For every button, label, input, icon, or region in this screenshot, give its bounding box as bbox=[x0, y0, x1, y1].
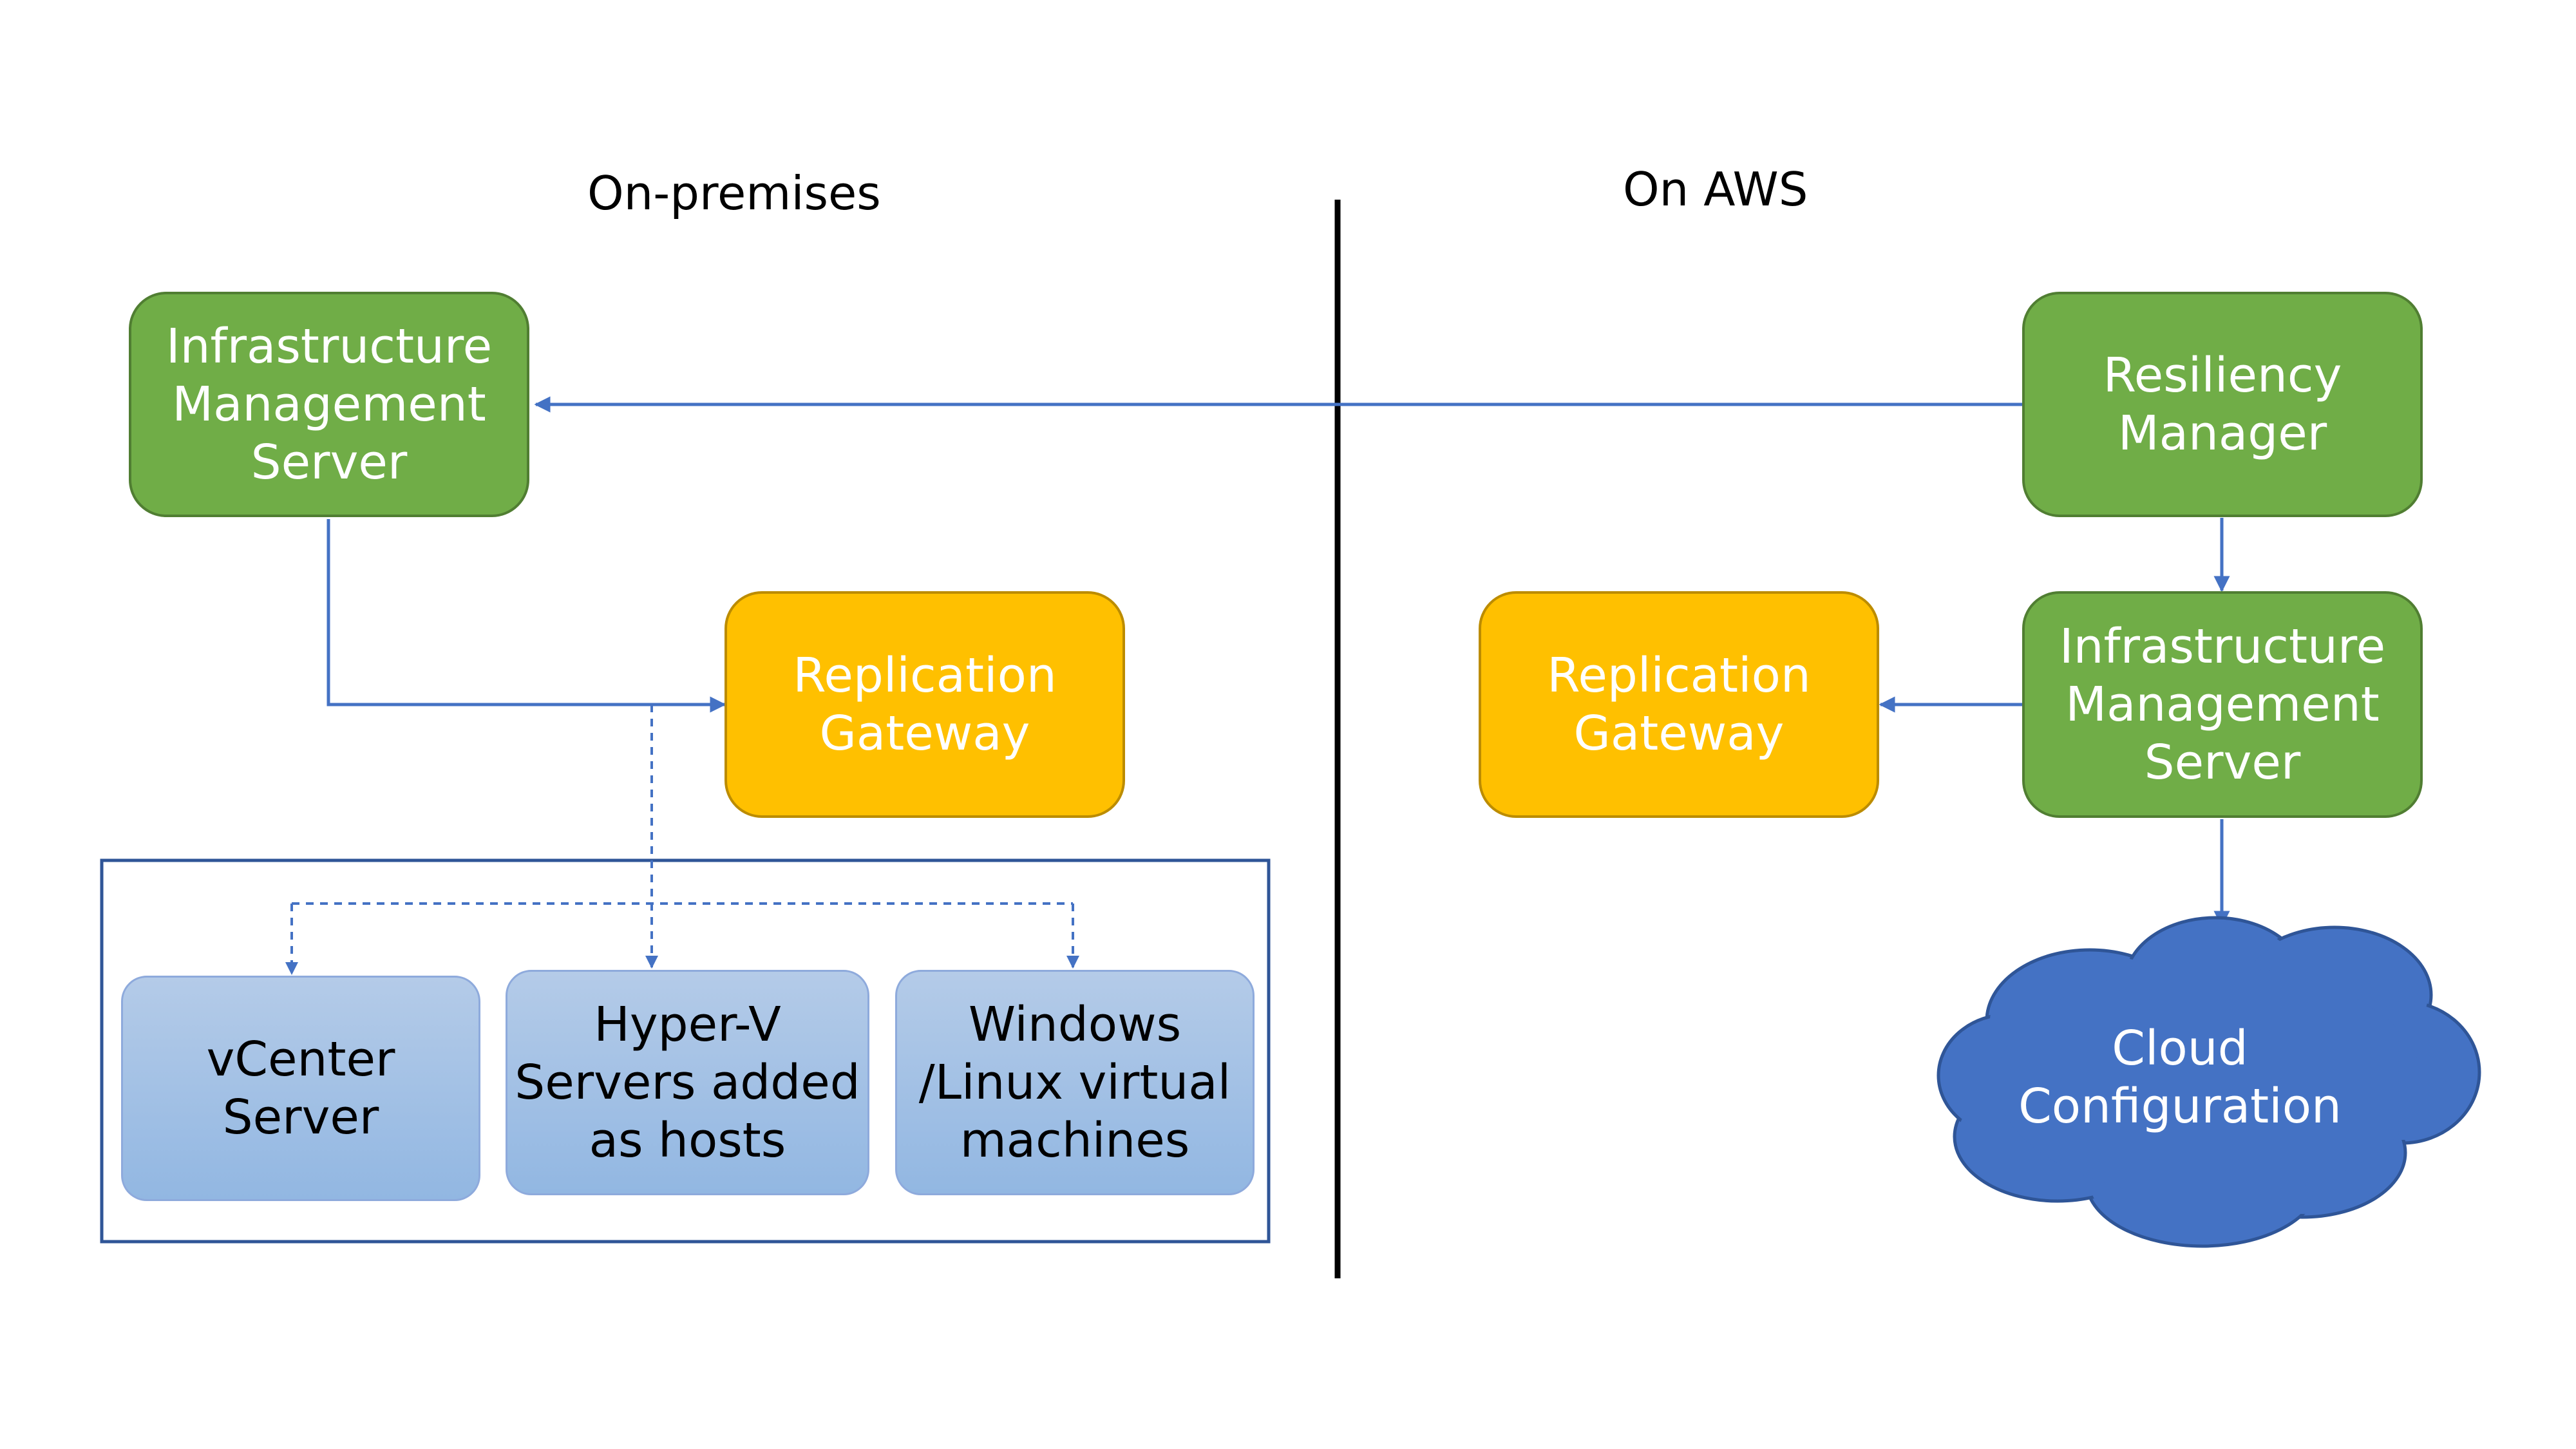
vms-line-1: Windows bbox=[968, 997, 1182, 1052]
aws-ims-line-2: Management bbox=[2065, 677, 2380, 732]
aws-infrastructure-management-server[interactable]: Infrastructure Management Server bbox=[2022, 591, 2423, 818]
hyperv-line-2: Servers added bbox=[515, 1055, 860, 1110]
hyper-v-servers-node[interactable]: Hyper-V Servers added as hosts bbox=[506, 970, 869, 1195]
resiliency-line-2: Manager bbox=[2117, 406, 2327, 461]
onprem-replication-gateway[interactable]: Replication Gateway bbox=[724, 591, 1125, 818]
hyperv-line-3: as hosts bbox=[589, 1113, 786, 1168]
resiliency-line-1: Resiliency bbox=[2103, 348, 2342, 403]
onprem-ims-line-3: Server bbox=[251, 435, 408, 490]
cloud-fill bbox=[1942, 921, 2476, 1243]
onprem-ims-line-2: Management bbox=[172, 377, 486, 432]
arrow-onprem-ims-to-gateway bbox=[327, 519, 726, 713]
aws-ims-line-3: Server bbox=[2144, 735, 2301, 790]
aws-gateway-line-2: Gateway bbox=[1573, 706, 1785, 761]
hosts-group-frame bbox=[100, 858, 1271, 1244]
vcenter-line-2: Server bbox=[222, 1090, 379, 1145]
onprem-gateway-line-2: Gateway bbox=[819, 706, 1030, 761]
aws-replication-gateway[interactable]: Replication Gateway bbox=[1479, 591, 1879, 818]
windows-linux-vms-node[interactable]: Windows /Linux virtual machines bbox=[895, 970, 1255, 1195]
cloud-line-1: Cloud bbox=[2112, 1021, 2248, 1076]
aws-gateway-line-1: Replication bbox=[1547, 648, 1811, 703]
cloud-configuration[interactable]: Cloud Configuration bbox=[2009, 1019, 2351, 1135]
onprem-infrastructure-management-server[interactable]: Infrastructure Management Server bbox=[129, 292, 529, 517]
section-title-on-premises: On-premises bbox=[587, 166, 881, 220]
vcenter-server-node[interactable]: vCenter Server bbox=[121, 976, 480, 1201]
aws-ims-line-1: Infrastructure bbox=[2059, 619, 2386, 674]
onprem-gateway-line-1: Replication bbox=[793, 648, 1057, 703]
hyperv-line-1: Hyper-V bbox=[594, 997, 781, 1052]
resiliency-manager[interactable]: Resiliency Manager bbox=[2022, 292, 2423, 517]
vms-line-3: machines bbox=[960, 1113, 1190, 1168]
vcenter-line-1: vCenter bbox=[206, 1032, 395, 1087]
vms-line-2: /Linux virtual bbox=[918, 1055, 1231, 1110]
section-title-on-aws: On AWS bbox=[1623, 162, 1808, 216]
cloud-line-2: Configuration bbox=[2018, 1079, 2342, 1134]
onprem-ims-line-1: Infrastructure bbox=[166, 319, 493, 374]
